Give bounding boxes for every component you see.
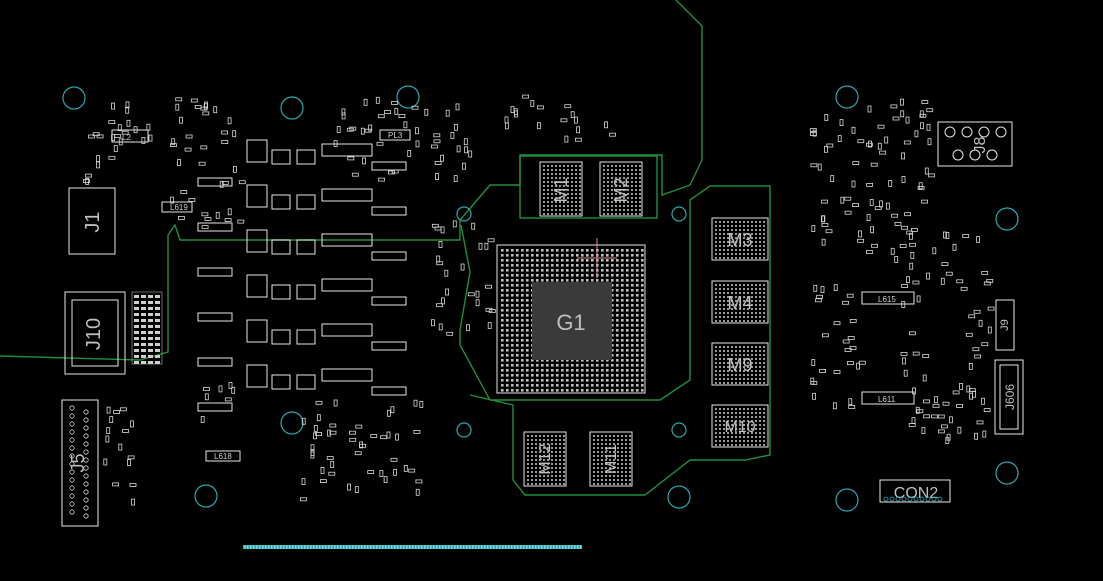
j10-label: J10 (83, 318, 105, 350)
memory-chip-m3: M3 (711, 217, 769, 261)
j1-label: J1 (82, 211, 104, 232)
j606-label: J606 (1003, 384, 1017, 410)
memory-chip-m2: M2 (599, 161, 643, 217)
m10-label: M10 (724, 419, 755, 436)
memory-chip-m10: M10 (711, 404, 769, 448)
connector-j5: J5 (61, 399, 99, 527)
m4-label: M4 (727, 293, 752, 313)
memory-chip-m4: M4 (711, 280, 769, 324)
mounting-holes (62, 85, 1019, 512)
m2-label: M2 (611, 177, 631, 202)
memory-chip-m1: M1 (539, 161, 583, 217)
l619-label: L619 (170, 203, 188, 212)
l618-label: L618 (214, 452, 232, 461)
gpu-g1: G1 (496, 238, 646, 394)
connector-j8: J8 (937, 121, 1013, 167)
l611-label: L611 (878, 395, 896, 404)
connector-j9: J9 (995, 299, 1015, 351)
m12-label: M12 (537, 443, 554, 474)
m1-label: M1 (551, 177, 571, 202)
m9-label: M9 (727, 355, 752, 375)
j9-label: J9 (999, 319, 1011, 331)
connector-j606: J606 (994, 359, 1024, 435)
l615-label: L615 (878, 295, 896, 304)
g1-label: G1 (556, 310, 585, 335)
m3-label: M3 (727, 230, 752, 250)
board-traces (0, 0, 771, 496)
m11-label: M11 (603, 444, 620, 474)
memory-chip-m9: M9 (711, 342, 769, 386)
vrm-components (197, 139, 407, 412)
memory-chip-m11: M11 (589, 431, 633, 487)
connector-j1: J1 (68, 187, 116, 255)
memory-chips: M1 M2 M3 M4 M9 M10 M (523, 161, 769, 487)
labelled-parts: L615 L611 L619 L618 L2 PL3 (111, 129, 915, 462)
l2-label: L2 (122, 133, 131, 142)
memory-chip-m12: M12 (523, 431, 567, 487)
connector-con2: CON2 (879, 479, 951, 503)
smd-components (83, 94, 995, 506)
connector-j10: J10 (64, 291, 163, 375)
j5-label: J5 (68, 453, 88, 472)
j8-label: J8 (972, 136, 989, 153)
pcie-edge-connector (243, 545, 582, 549)
con2-label: CON2 (894, 485, 939, 502)
connectors: J1 J10 J5 J606 J9 J8 (61, 121, 1024, 549)
pl3-label: PL3 (388, 131, 403, 140)
